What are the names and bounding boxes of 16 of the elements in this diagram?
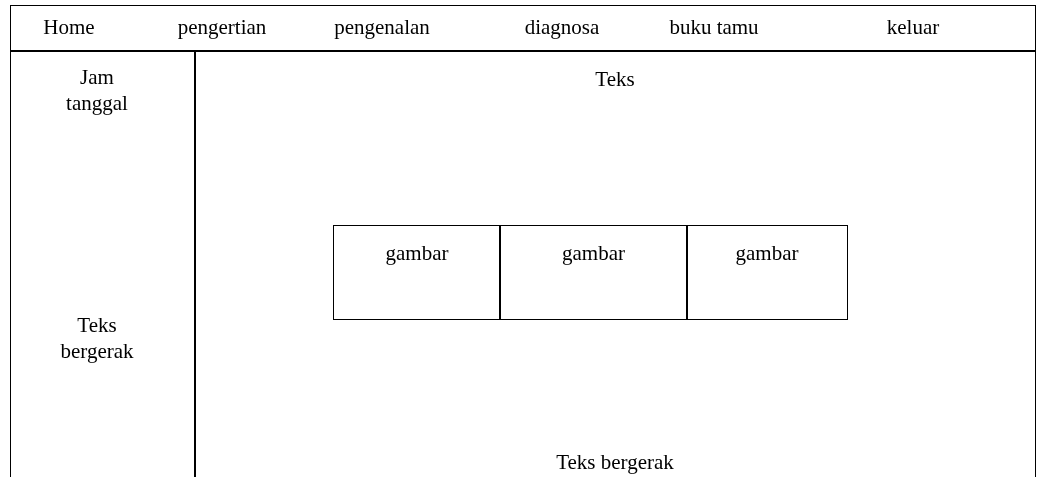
content-heading: Teks: [595, 66, 635, 92]
placeholder-label: gambar: [735, 240, 799, 266]
image-placeholder-box: [333, 225, 501, 320]
nav-link: pengenalan: [334, 14, 430, 40]
image-placeholder-box: [686, 225, 848, 320]
marquee-text: Teks bergerak: [556, 449, 674, 475]
sidebar-text: Teks bergerak: [59, 312, 135, 364]
nav-link: keluar: [886, 14, 940, 40]
placeholder-label: gambar: [562, 240, 625, 266]
nav-link: buku tamu: [669, 14, 759, 40]
nav-link: pengertian: [177, 14, 267, 40]
nav-link: diagnosa: [524, 14, 600, 40]
nav-link: Home: [43, 14, 95, 40]
placeholder-label: gambar: [385, 240, 449, 266]
image-placeholder-box: [499, 225, 688, 320]
sidebar-text: Jam tanggal: [65, 64, 129, 116]
